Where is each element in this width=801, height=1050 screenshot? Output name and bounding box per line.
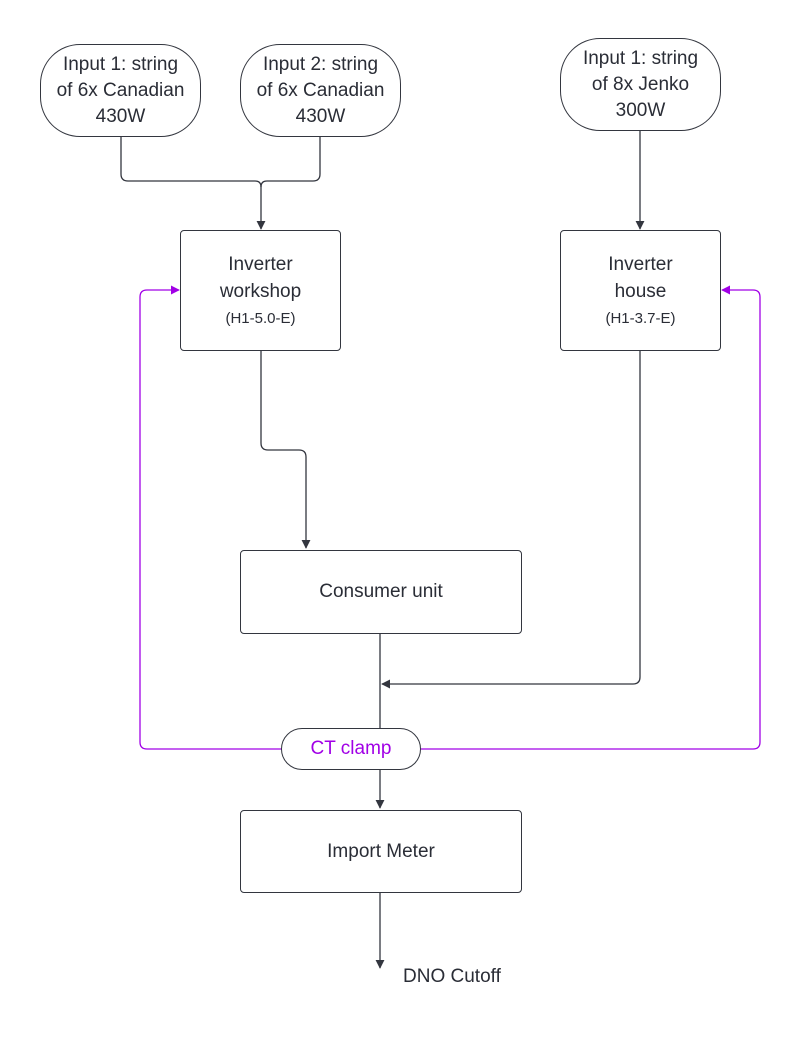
input-node-1-line-2: of 6x Canadian	[56, 79, 185, 101]
connector-input1-to-merge	[120, 136, 262, 188]
consumer-unit-box: Consumer unit	[240, 550, 522, 634]
consumer-unit-label: Consumer unit	[319, 581, 443, 602]
inverter-house-title-2: house	[614, 280, 667, 302]
inverter-workshop-title-2: workshop	[219, 280, 302, 302]
inverter-workshop-title-1: Inverter	[228, 253, 293, 275]
input-node-2-line-2: of 6x Canadian	[256, 79, 385, 101]
inverter-workshop-model: (H1-5.0-E)	[225, 309, 296, 327]
input-node-2-line-1: Input 2: string	[262, 53, 379, 75]
input-node-3: Input 1: string of 8x Jenko 300W	[560, 38, 721, 131]
ct-connector-to-house-inverter	[420, 285, 761, 750]
inverter-workshop-box: Inverter workshop (H1-5.0-E)	[180, 230, 341, 351]
input-node-1-line-3: 430W	[95, 105, 146, 127]
import-meter-box: Import Meter	[240, 810, 522, 893]
connector-house-to-main-feed	[381, 351, 641, 689]
input-node-2-line-3: 430W	[295, 105, 346, 127]
input-node-3-line-2: of 8x Jenko	[591, 73, 690, 95]
input-node-1: Input 1: string of 6x Canadian 430W	[40, 44, 201, 137]
inverter-house-title-1: Inverter	[608, 253, 673, 275]
input-node-3-line-1: Input 1: string	[582, 47, 699, 69]
dno-cutoff-label: DNO Cutoff	[403, 966, 501, 987]
input-node-2: Input 2: string of 6x Canadian 430W	[240, 44, 401, 137]
inverter-house-model: (H1-3.7-E)	[605, 309, 676, 327]
import-meter-label: Import Meter	[327, 840, 435, 862]
connector-input2-to-merge	[260, 136, 321, 188]
input-node-3-line-3: 300W	[615, 99, 666, 121]
ct-clamp: CT clamp	[281, 728, 421, 770]
input-node-1-line-1: Input 1: string	[62, 53, 179, 75]
inverter-house-box: Inverter house (H1-3.7-E)	[560, 230, 721, 351]
ct-connector-to-workshop-inverter	[139, 285, 282, 750]
connector-workshop-to-consumer-unit	[260, 351, 311, 549]
ct-clamp-label: CT clamp	[310, 738, 392, 759]
